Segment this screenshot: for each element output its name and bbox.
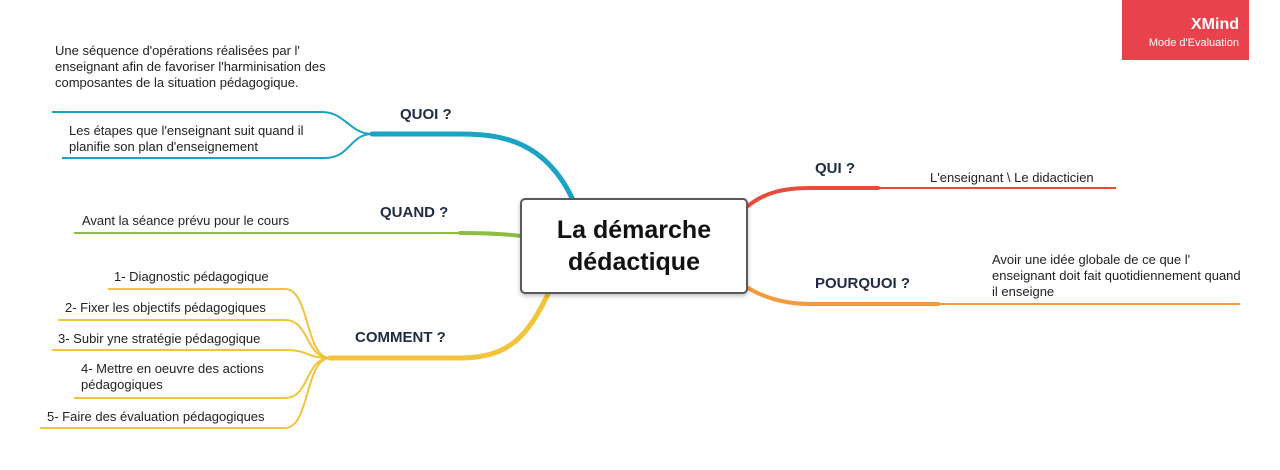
comment-item-3-connector xyxy=(52,349,331,359)
central-topic-label: La démarche dédactique xyxy=(556,216,712,276)
comment-item-1[interactable]: 1- Diagnostic pédagogique xyxy=(114,269,269,284)
comment-connector xyxy=(327,291,551,361)
quoi-item-2-connector xyxy=(62,133,373,159)
quoi-item-1[interactable]: Une séquence d'opérations réalisées par … xyxy=(55,43,326,90)
branch-comment[interactable]: COMMENT ? xyxy=(355,329,446,346)
quoi-item-2[interactable]: Les étapes que l'enseignant suit quand i… xyxy=(69,123,304,154)
branch-qui[interactable]: QUI ? xyxy=(815,160,855,177)
quoi-connector xyxy=(369,131,576,203)
quand-connector xyxy=(458,231,523,238)
quoi-item-1-connector xyxy=(52,111,373,135)
branch-pourquoi[interactable]: POURQUOI ? xyxy=(815,275,911,292)
pourquoi-connector xyxy=(746,286,940,306)
quand-item-1[interactable]: Avant la séance prévu pour le cours xyxy=(82,213,290,228)
branch-quoi[interactable]: QUOI ? xyxy=(400,106,452,123)
comment-item-2[interactable]: 2- Fixer les objectifs pédagogiques xyxy=(65,300,266,315)
comment-item-4[interactable]: 4- Mettre en oeuvre des actions pédagogi… xyxy=(81,361,264,392)
badge-title: XMind xyxy=(1191,16,1239,33)
comment-item-3[interactable]: 3- Subir yne stratégie pédagogique xyxy=(58,331,261,346)
comment-item-1-connector xyxy=(108,288,331,359)
comment-item-5-connector xyxy=(40,357,331,429)
qui-item-1[interactable]: L'enseignant \ Le didacticien xyxy=(930,170,1094,185)
central-topic[interactable]: La démarche dédactique xyxy=(520,198,748,294)
pourquoi-item-1[interactable]: Avoir une idée globale de ce que l' ense… xyxy=(992,252,1241,299)
qui-connector xyxy=(746,186,880,208)
comment-item-2-connector xyxy=(58,319,331,359)
comment-item-5[interactable]: 5- Faire des évaluation pédagogiques xyxy=(47,409,265,424)
branch-quand[interactable]: QUAND ? xyxy=(380,204,449,221)
xmind-badge: XMind Mode d'Evaluation xyxy=(1122,0,1249,60)
badge-subtitle: Mode d'Evaluation xyxy=(1148,37,1239,49)
